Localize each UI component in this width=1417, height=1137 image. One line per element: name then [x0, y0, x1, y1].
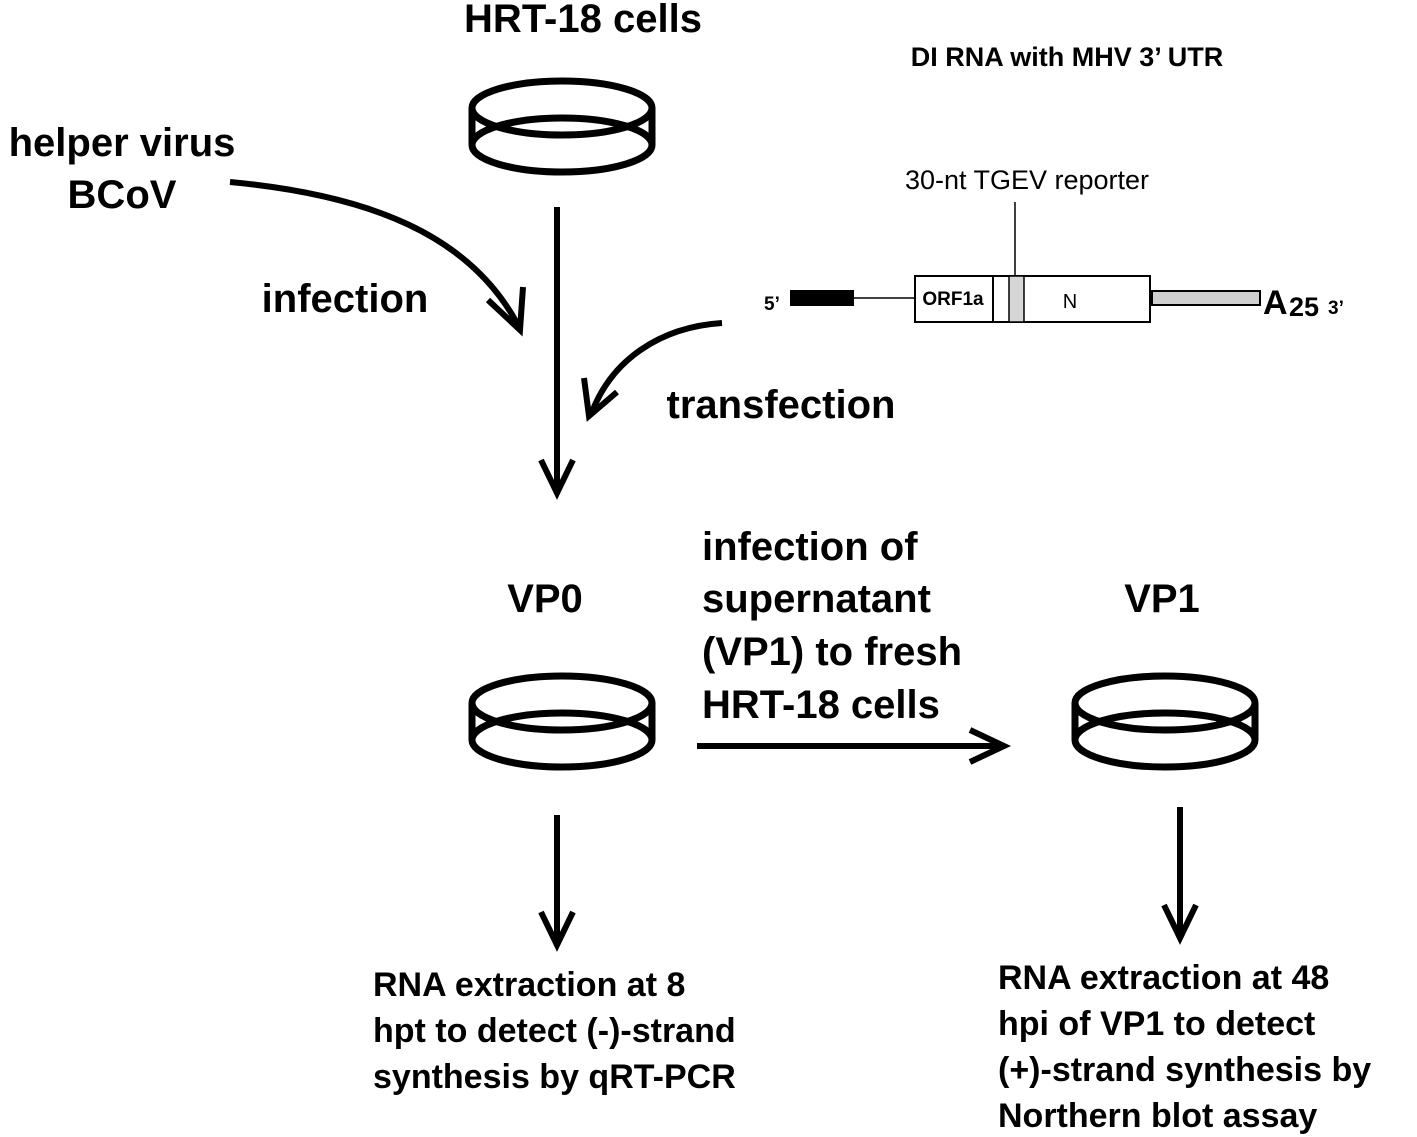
- transfection-label: transfection: [667, 383, 896, 427]
- passage-line-2: supernatant: [702, 577, 931, 621]
- right-result-line-4: Northern blot assay: [998, 1097, 1317, 1135]
- infection-label: infection: [262, 277, 429, 321]
- infection-arrow: [229, 179, 521, 327]
- passage-line-1: infection of: [702, 525, 918, 569]
- five-prime-label: 5’: [764, 294, 780, 315]
- right-result-line-3: (+)-strand synthesis by: [998, 1051, 1371, 1089]
- orf1a-label: ORF1a: [922, 289, 984, 310]
- culture-dish-vp1: [1071, 672, 1259, 771]
- left-result-line-2: hpt to detect (-)-strand: [373, 1012, 736, 1050]
- right-result-line-2: hpi of VP1 to detect: [998, 1005, 1315, 1043]
- passage-line-4: HRT-18 cells: [702, 683, 940, 727]
- transfection-arrow: [589, 320, 723, 414]
- reporter-label: 30-nt TGEV reporter: [905, 165, 1149, 195]
- polya-count: 25: [1289, 292, 1319, 322]
- infection-arrowhead: [485, 286, 526, 337]
- culture-dish-top: [468, 77, 656, 176]
- bcov-label: BCoV: [68, 173, 177, 217]
- vp1-down-arrowhead: [1161, 903, 1199, 945]
- coding-box: [914, 275, 1151, 323]
- three-prime-label: 3’: [1328, 298, 1344, 319]
- passage-line-3: (VP1) to fresh: [702, 630, 962, 674]
- main-down-arrowhead: [538, 458, 576, 500]
- five-prime-block: [790, 290, 854, 306]
- vp1-label: VP1: [1124, 577, 1200, 621]
- polya-label: A: [1263, 284, 1288, 322]
- culture-dish-vp0: [468, 672, 656, 771]
- helper-virus-label: helper virus: [9, 121, 236, 165]
- vp0-label: VP0: [507, 577, 583, 621]
- vp0-down-arrowhead: [538, 910, 576, 952]
- three-prime-utr-bar: [1151, 290, 1261, 306]
- left-result-line-3: synthesis by qRT-PCR: [373, 1058, 736, 1096]
- transfection-arrowhead: [581, 377, 619, 422]
- di-rna-title: DI RNA with MHV 3’ UTR: [911, 42, 1224, 72]
- passage-arrowhead: [968, 727, 1012, 765]
- n-gene-label: N: [1063, 291, 1077, 313]
- right-result-line-1: RNA extraction at 48: [998, 959, 1329, 997]
- left-result-line-1: RNA extraction at 8: [373, 966, 685, 1004]
- reporter-box: [1008, 275, 1025, 323]
- hrt18-cells-title: HRT-18 cells: [464, 0, 702, 41]
